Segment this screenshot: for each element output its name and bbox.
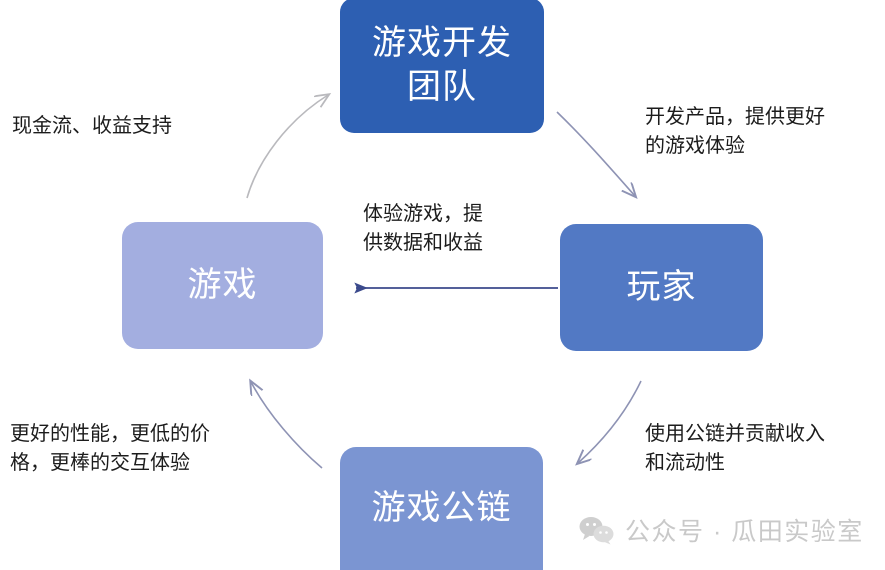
- edge-label-develop-product: 开发产品，提供更好 的游戏体验: [645, 106, 825, 157]
- arrow-dev-to-player: [556, 111, 635, 196]
- arrow-game-to-dev: [246, 95, 328, 199]
- node-game-public-chain[interactable]: 游戏公链: [340, 447, 543, 570]
- arrow-chain-to-game: [251, 382, 323, 469]
- node-player[interactable]: 玩家: [560, 224, 763, 351]
- edge-label-cash-flow: 现金流、收益支持: [12, 115, 172, 137]
- edge-label-use-public-chain: 使用公链并贡献收入 和流动性: [645, 423, 825, 474]
- wechat-icon: [579, 517, 614, 545]
- arrow-player-to-chain: [578, 380, 642, 463]
- watermark-text: 公众号 · 瓜田实验室: [625, 518, 864, 546]
- node-game-dev-team[interactable]: 游戏开发 团队: [340, 0, 544, 133]
- edge-label-play-game: 体验游戏，提 供数据和收益: [363, 203, 483, 254]
- edge-label-better-performance: 更好的性能，更低的价 格，更棒的交互体验: [10, 423, 210, 474]
- node-game[interactable]: 游戏: [122, 222, 323, 349]
- watermark: 公众号 · 瓜田实验室: [578, 512, 864, 548]
